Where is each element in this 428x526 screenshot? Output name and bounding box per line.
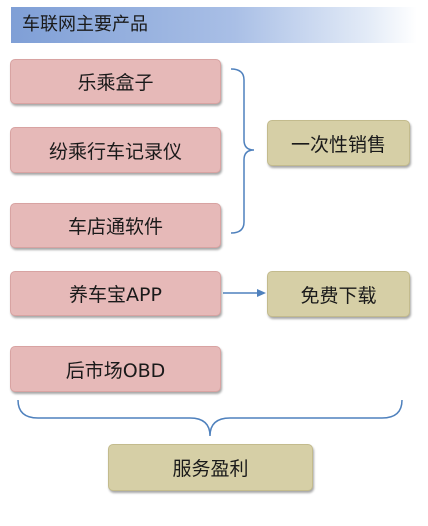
bottom-brace (17, 399, 403, 437)
product-box-yangchebao-app: 养车宝APP (10, 271, 221, 316)
outcome-label: 服务盈利 (172, 458, 249, 480)
product-label: 乐乘盒子 (77, 72, 154, 94)
right-brace (230, 68, 255, 234)
product-box-dashcam: 纷乘行车记录仪 (10, 127, 221, 173)
outcome-box-free-download: 免费下载 (267, 271, 410, 317)
product-label: 后市场OBD (65, 359, 166, 382)
outcome-box-service-profit: 服务盈利 (108, 444, 313, 491)
product-label: 车店通软件 (67, 216, 163, 238)
product-label: 养车宝APP (69, 284, 162, 306)
product-box-lecheng-box: 乐乘盒子 (10, 59, 221, 104)
product-box-chedian-software: 车店通软件 (10, 203, 221, 248)
product-label: 纷乘行车记录仪 (48, 140, 182, 163)
outcome-label: 一次性销售 (290, 133, 386, 156)
title-bar: 车联网主要产品 (11, 7, 417, 43)
arrow-head (257, 289, 266, 297)
outcome-label: 免费下载 (300, 284, 377, 307)
product-box-aftermarket-obd: 后市场OBD (10, 346, 221, 392)
diagram-title: 车联网主要产品 (22, 14, 148, 35)
outcome-box-one-time-sale: 一次性销售 (267, 120, 410, 166)
